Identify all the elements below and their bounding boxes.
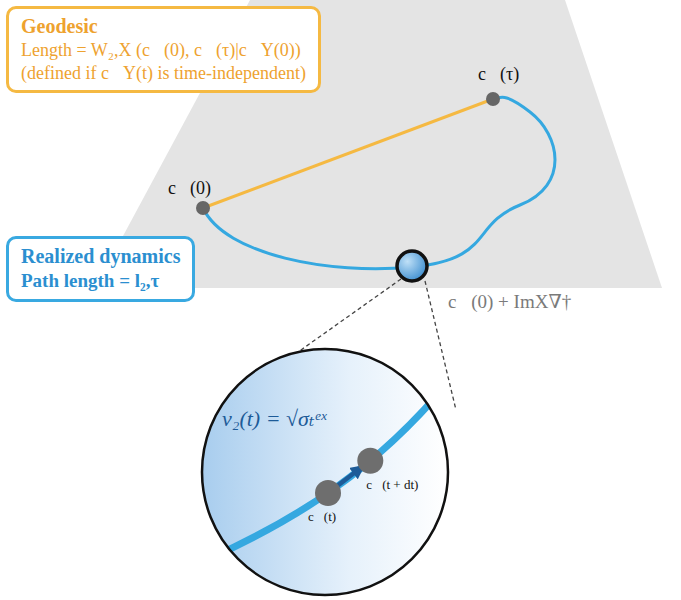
zoom-border bbox=[202, 349, 448, 595]
heading: Realized dynamics bbox=[21, 244, 180, 269]
point bbox=[357, 448, 383, 474]
point bbox=[196, 201, 210, 215]
zoom-fill bbox=[202, 349, 448, 595]
body-text: (defined if c⃗Y(t) is time-independent) bbox=[21, 62, 306, 85]
body-text: Length = W₂,X (c⃗(0), c⃗(τ)|c⃗Y(0)) bbox=[21, 39, 306, 62]
point bbox=[315, 480, 341, 506]
trajectory-curve bbox=[203, 97, 555, 268]
body-text: c⃗(t + dt) bbox=[366, 477, 418, 493]
body-text: c⃗(t) bbox=[308, 509, 336, 525]
plane-label: c⃗(0) + ImX∇† bbox=[448, 291, 571, 314]
geodesic-line bbox=[203, 99, 493, 208]
point bbox=[486, 92, 500, 106]
callout-box: Realized dynamicsPath length = l₂,τ bbox=[6, 236, 195, 302]
callout-box: GeodesicLength = W₂,X (c⃗(0), c⃗(τ)|c⃗Y(… bbox=[6, 6, 321, 93]
body-text: Path length = l₂,τ bbox=[21, 269, 180, 293]
point-label: c⃗(0) bbox=[168, 178, 211, 200]
zoom-outline bbox=[200, 347, 450, 597]
trajectory-curve bbox=[200, 365, 450, 563]
heading: Geodesic bbox=[21, 14, 306, 39]
zoom-circle: v₂(t) = √σₜᵉˣ c⃗(t) c⃗(t + dt) bbox=[200, 347, 450, 597]
magnifier bbox=[397, 251, 427, 281]
point-label: c⃗(τ) bbox=[478, 64, 519, 86]
heading: v₂(t) = √σₜᵉˣ bbox=[222, 405, 326, 433]
